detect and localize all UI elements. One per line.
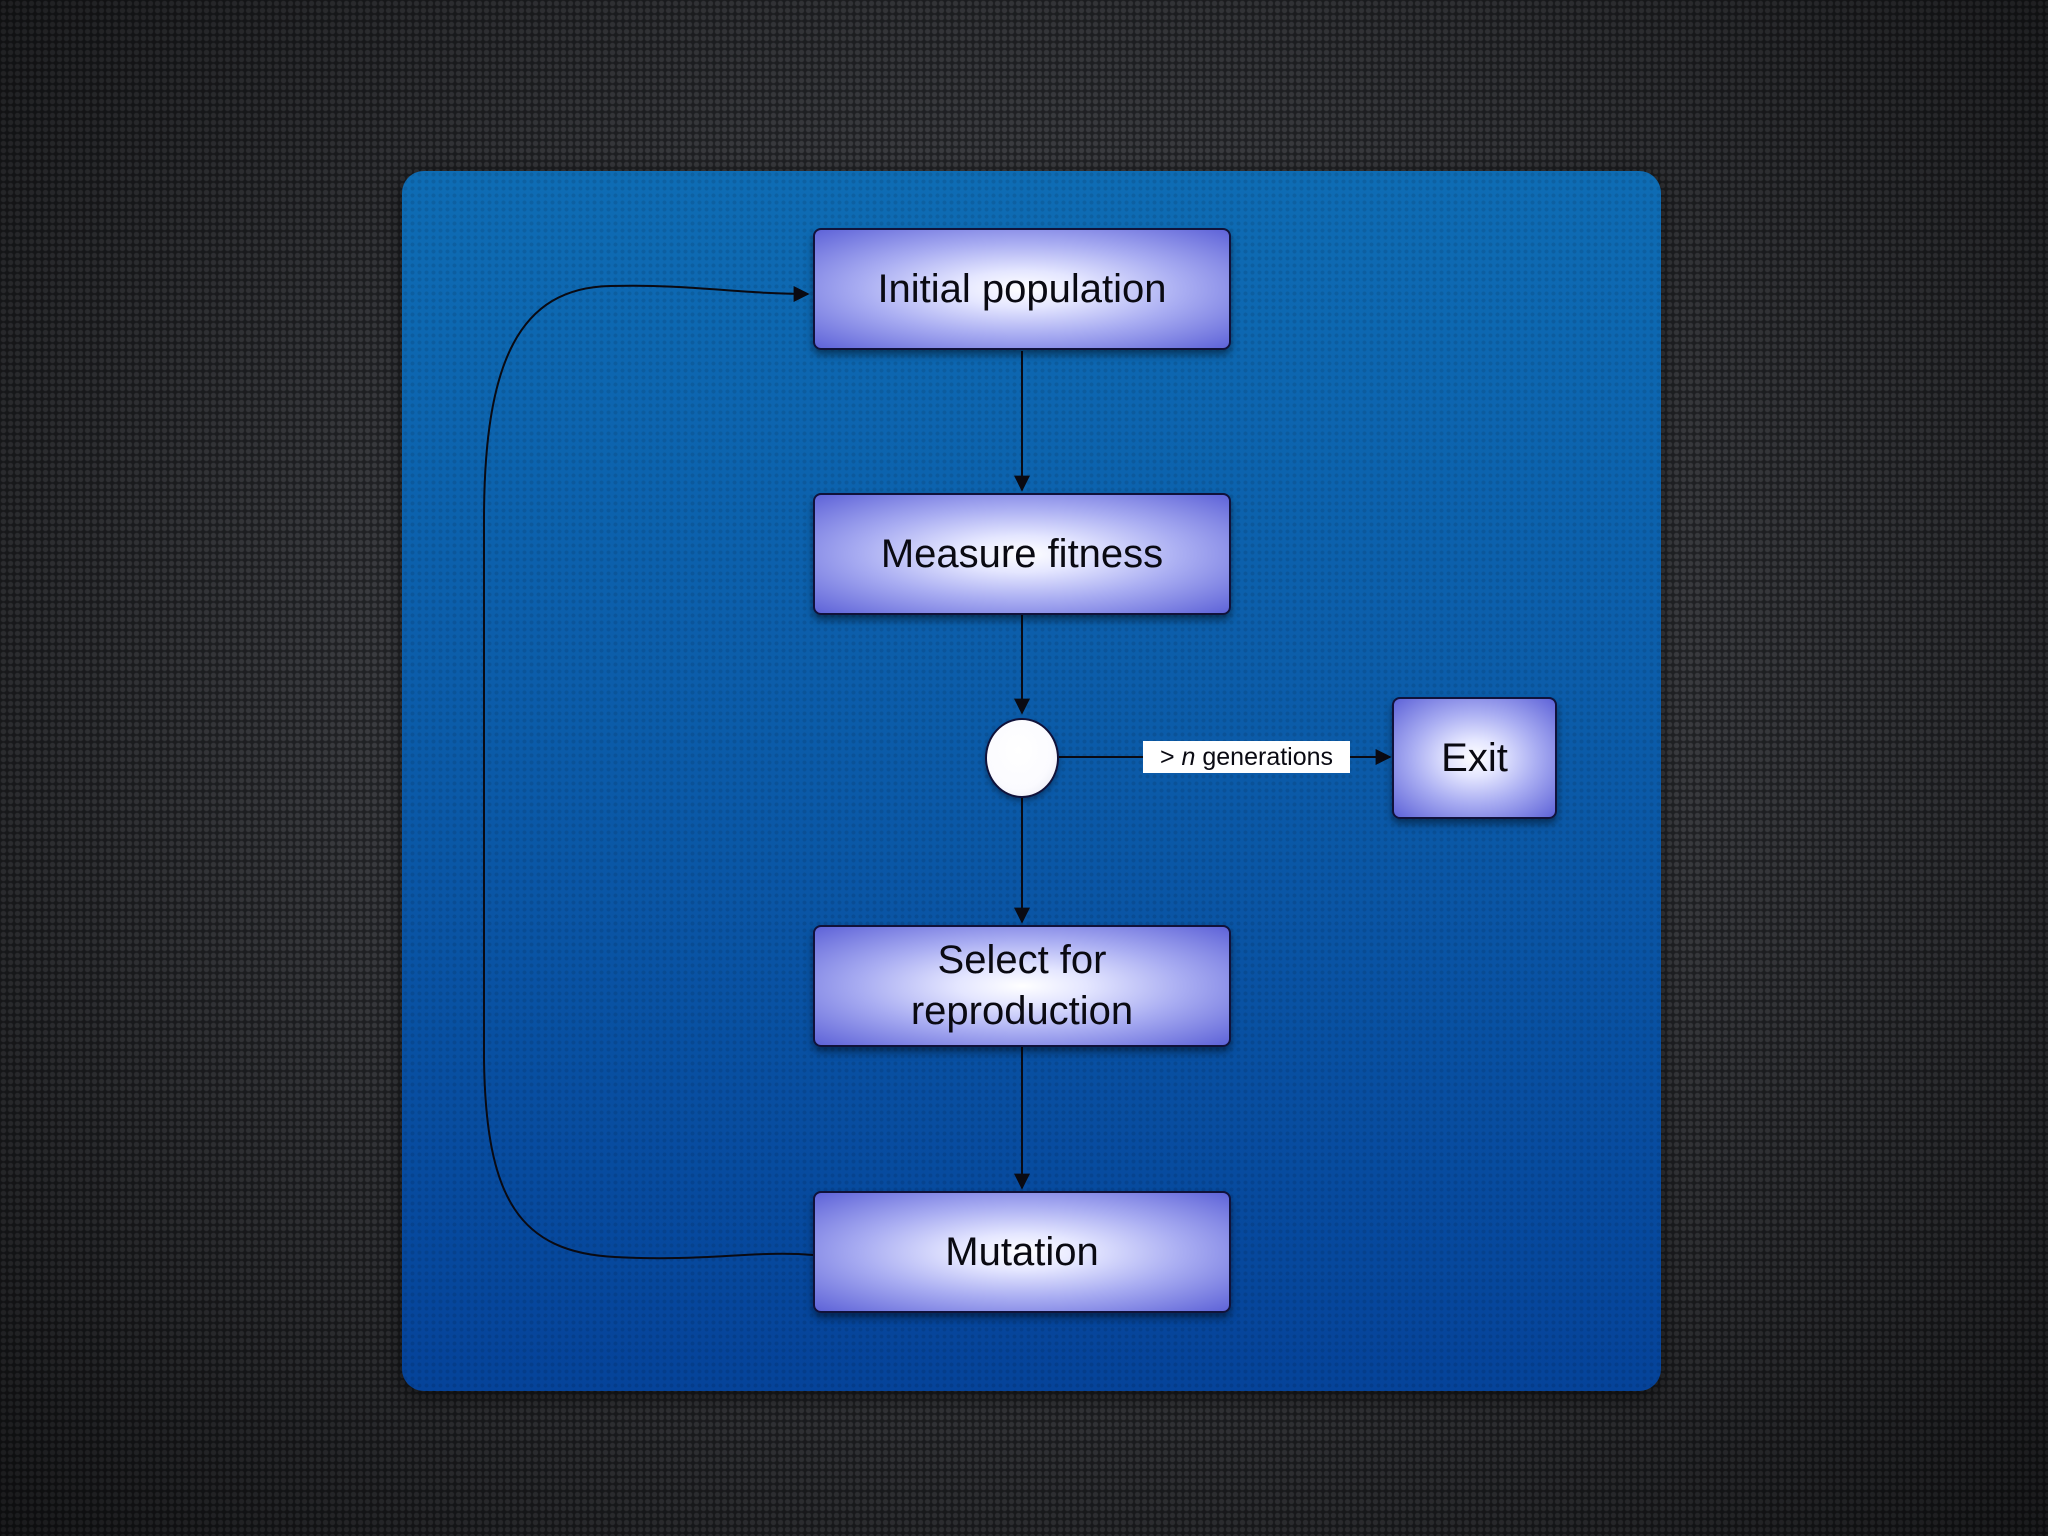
node-select-label-line1: Select for: [937, 938, 1107, 982]
node-select-for-reproduction: Select for reproduction: [813, 925, 1231, 1047]
node-initial-population-label: Initial population: [877, 266, 1167, 311]
node-exit: Exit: [1392, 697, 1557, 819]
edge-label-generations: > n generations: [1143, 741, 1350, 773]
node-measure-fitness: Measure fitness: [813, 493, 1231, 615]
edge-label-suffix: generations: [1202, 743, 1334, 771]
node-mutation-label: Mutation: [945, 1229, 1099, 1274]
decision-node: [985, 718, 1059, 798]
node-exit-label: Exit: [1441, 735, 1508, 780]
edge-label-variable: n: [1181, 743, 1196, 771]
node-mutation: Mutation: [813, 1191, 1231, 1313]
node-initial-population: Initial population: [813, 228, 1231, 350]
node-select-label-line2: reproduction: [910, 989, 1134, 1033]
arrow-mutation-loop-to-initial: [483, 284, 814, 1260]
node-measure-fitness-label: Measure fitness: [880, 531, 1164, 576]
edge-label-prefix: >: [1159, 743, 1175, 771]
